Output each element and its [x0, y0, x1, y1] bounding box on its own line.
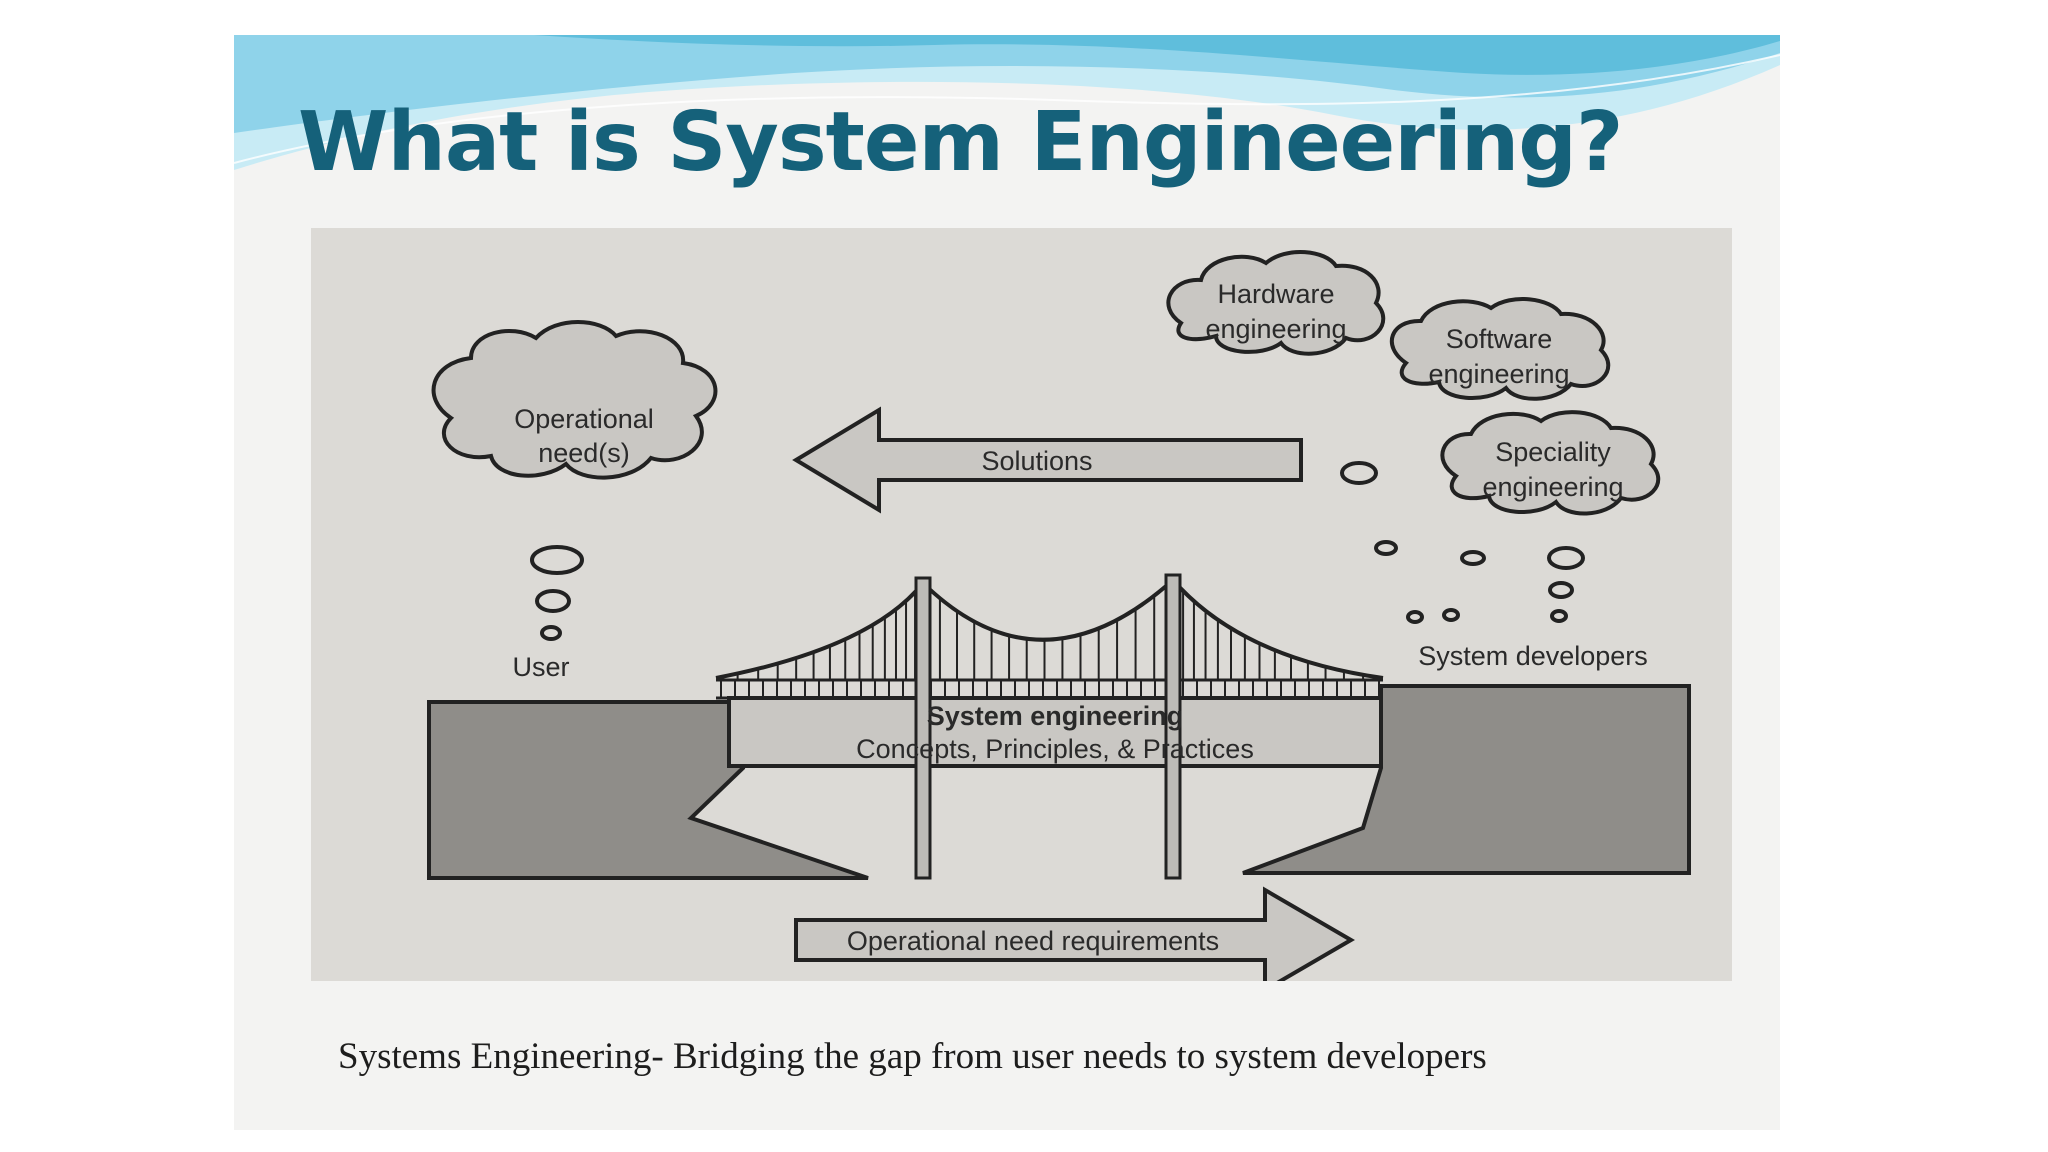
software-cloud-line1: Software	[1446, 324, 1553, 354]
cable-middle	[921, 578, 1175, 642]
cable-right	[1171, 578, 1384, 680]
developers-label: System developers	[1418, 641, 1648, 671]
user-cloud	[431, 320, 718, 480]
user-cloud-line1: Operational	[514, 404, 654, 434]
developer-thought-bubble	[1406, 610, 1424, 624]
user-thought-bubble	[530, 545, 584, 575]
wave-banner	[234, 35, 1780, 170]
slide-title: What is System Engineering?	[298, 95, 1623, 190]
bridge-railing	[720, 680, 1380, 698]
bridge-diagram: System engineering Concepts, Principles,…	[427, 250, 1691, 981]
user-cloud-line2: need(s)	[538, 438, 630, 468]
user-thought-bubble	[535, 589, 571, 613]
wave-line	[234, 54, 1780, 164]
software-engineering-cloud	[1389, 297, 1611, 401]
requirements-arrow	[794, 886, 1355, 981]
developer-thought-bubble	[1547, 546, 1585, 570]
hardware-cloud-line1: Hardware	[1217, 279, 1334, 309]
speciality-engineering-cloud	[1440, 410, 1661, 516]
hardware-cloud-line2: engineering	[1205, 314, 1346, 344]
bridge-tower-left	[914, 576, 932, 880]
developer-thought-bubble	[1374, 540, 1398, 556]
figure-photo: System engineering Concepts, Principles,…	[311, 228, 1732, 981]
bridge-subtitle: Concepts, Principles, & Practices	[856, 734, 1254, 764]
user-thought-bubble	[540, 625, 562, 641]
speciality-cloud-line1: Speciality	[1495, 437, 1611, 467]
bridge-suspenders	[736, 590, 1365, 680]
wave-dark	[534, 35, 1780, 75]
slide-caption: Systems Engineering- Bridging the gap fr…	[338, 1036, 1487, 1077]
solutions-arrow-label: Solutions	[981, 446, 1092, 476]
bridge-tower-right	[1164, 573, 1182, 880]
slide: What is System Engineering? System engin…	[234, 35, 1780, 1130]
cable-left	[715, 581, 925, 680]
software-cloud-line2: engineering	[1428, 359, 1569, 389]
user-label: User	[512, 652, 569, 682]
bridge-title: System engineering	[927, 701, 1184, 731]
speciality-cloud-line2: engineering	[1482, 472, 1623, 502]
developer-thought-bubble	[1340, 461, 1378, 485]
developer-thought-bubble	[1550, 609, 1568, 623]
developer-thought-bubble	[1442, 608, 1460, 622]
requirements-arrow-label: Operational need requirements	[847, 926, 1219, 956]
developer-thought-bubble	[1460, 550, 1486, 566]
hardware-engineering-cloud	[1166, 250, 1386, 356]
developer-thought-bubble	[1548, 581, 1574, 599]
solutions-arrow	[792, 406, 1303, 514]
